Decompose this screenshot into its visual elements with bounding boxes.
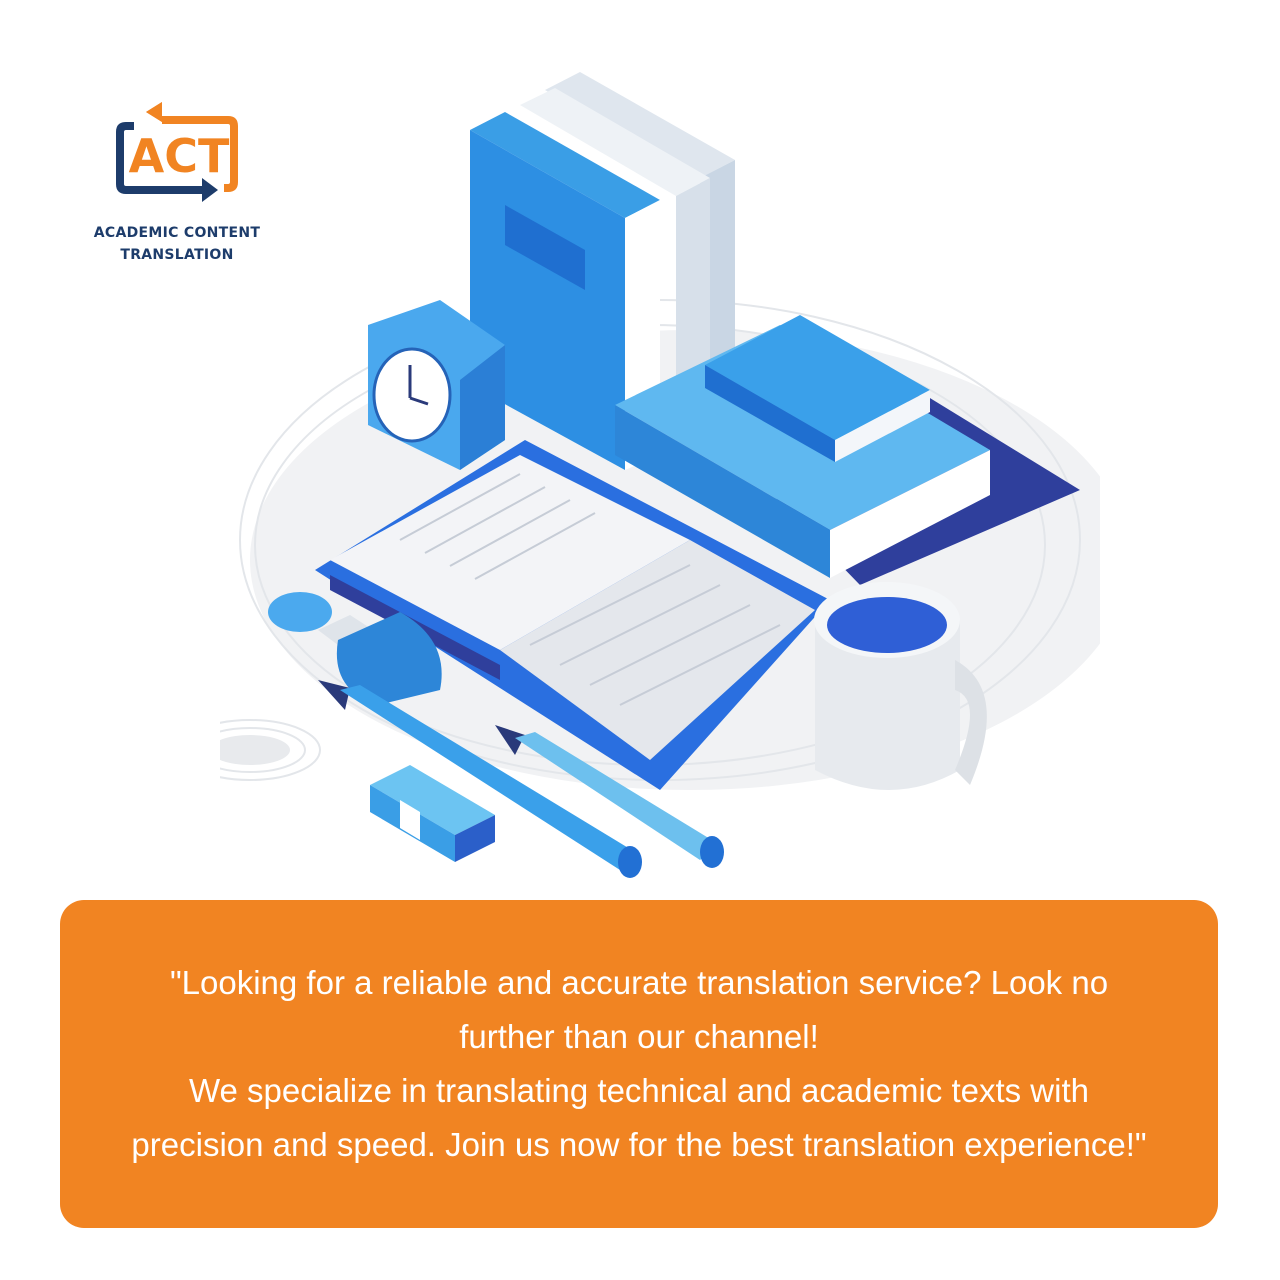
study-desk-illustration [220, 72, 1100, 878]
eraser-icon [370, 765, 495, 862]
promo-text: "Looking for a reliable and accurate tra… [84, 956, 1194, 1172]
clock-icon [368, 300, 505, 470]
logo-line-2: TRANSLATION [120, 247, 234, 263]
books-stack-icon [470, 72, 735, 470]
promo-line-4: precision and speed. Join us now for the… [131, 1126, 1147, 1163]
flat-books-icon [615, 315, 1080, 585]
logo-mark: ACT [129, 129, 230, 183]
brand-logo: ACT ACADEMIC CONTENT TRANSLATION [92, 92, 262, 272]
promo-banner: "Looking for a reliable and accurate tra… [60, 900, 1218, 1228]
logo-line-1: ACADEMIC CONTENT [93, 225, 261, 241]
promo-line-3: We specialize in translating technical a… [188, 1072, 1089, 1109]
pencil-icon [318, 680, 724, 878]
usb-drive-icon [268, 592, 442, 705]
act-logo-icon: ACT [116, 102, 238, 202]
open-book-icon [315, 440, 830, 790]
promo-line-2: further than our channel! [459, 1018, 819, 1055]
promo-line-1: "Looking for a reliable and accurate tra… [169, 964, 1109, 1001]
mug-icon [814, 582, 987, 790]
